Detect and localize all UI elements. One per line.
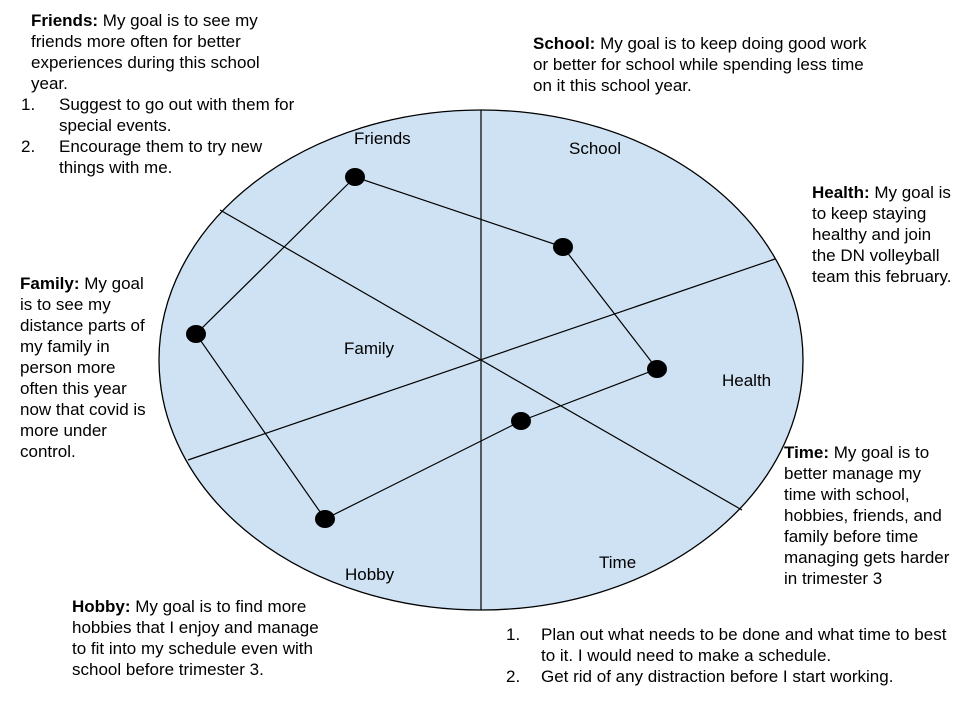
health-goal-text: My goal is to keep staying healthy and j… [812, 183, 952, 286]
score-dot-hobby [315, 510, 335, 528]
family-goal-note: Family: My goal is to see my distance pa… [20, 273, 150, 462]
segment-label-hobby: Hobby [345, 565, 395, 584]
score-dot-friends [345, 168, 365, 186]
friends-goal-heading: Friends: [31, 11, 99, 30]
time-goal-heading: Time: [784, 443, 830, 462]
score-dot-time [511, 412, 531, 430]
time-action-item: 2. Get rid of any distraction before I st… [494, 666, 954, 687]
time-goal-note: Time: My goal is to better manage my tim… [784, 442, 954, 589]
hobby-goal-heading: Hobby: [72, 597, 131, 616]
time-action-list: 1. Plan out what needs to be done and wha… [494, 624, 954, 687]
segment-label-friends: Friends [354, 129, 411, 148]
time-action-note: 1. Plan out what needs to be done and wha… [494, 624, 954, 687]
friends-goal-paragraph: Friends: My goal is to see my friends mo… [31, 10, 301, 94]
family-goal-text: My goal is to see my distance parts of m… [20, 274, 146, 461]
hobby-goal-text: My goal is to find more hobbies that I e… [72, 597, 319, 679]
segment-label-school: School [569, 139, 621, 158]
list-item-text: Get rid of any distraction before I star… [541, 667, 894, 686]
time-goal-text: My goal is to better manage my time with… [784, 443, 950, 588]
school-goal-text: My goal is to keep doing good work or be… [533, 34, 867, 95]
health-goal-heading: Health: [812, 183, 870, 202]
score-dot-school [553, 238, 573, 256]
list-number: 1. [21, 95, 36, 114]
segment-label-health: Health [722, 371, 771, 390]
score-dot-family [186, 325, 206, 343]
list-number: 1. [506, 625, 521, 644]
score-dot-health [647, 360, 667, 378]
hobby-goal-note: Hobby: My goal is to find more hobbies t… [72, 596, 322, 680]
friends-action-item: 2. Encourage them to try new things with … [11, 136, 301, 178]
list-number: 2. [21, 137, 36, 156]
list-number: 2. [506, 667, 521, 686]
school-goal-heading: School: [533, 34, 596, 53]
family-goal-heading: Family: [20, 274, 80, 293]
friends-action-list: 1. Suggest to go out with them for specia… [11, 94, 301, 178]
segment-label-family: Family [344, 339, 395, 358]
friends-action-item: 1. Suggest to go out with them for specia… [11, 94, 301, 136]
friends-goal-note: Friends: My goal is to see my friends mo… [21, 10, 301, 178]
friends-goal-text: My goal is to see my friends more often … [31, 11, 260, 93]
segment-label-time: Time [599, 553, 636, 572]
list-item-text: Encourage them to try new things with me… [59, 137, 263, 177]
list-item-text: Plan out what needs to be done and what … [541, 625, 947, 665]
time-action-item: 1. Plan out what needs to be done and wha… [494, 624, 954, 666]
school-goal-note: School: My goal is to keep doing good wo… [533, 33, 873, 96]
divider-diagonal-up [187, 258, 776, 461]
health-goal-note: Health: My goal is to keep staying healt… [812, 182, 952, 287]
list-item-text: Suggest to go out with them for special … [59, 95, 295, 135]
